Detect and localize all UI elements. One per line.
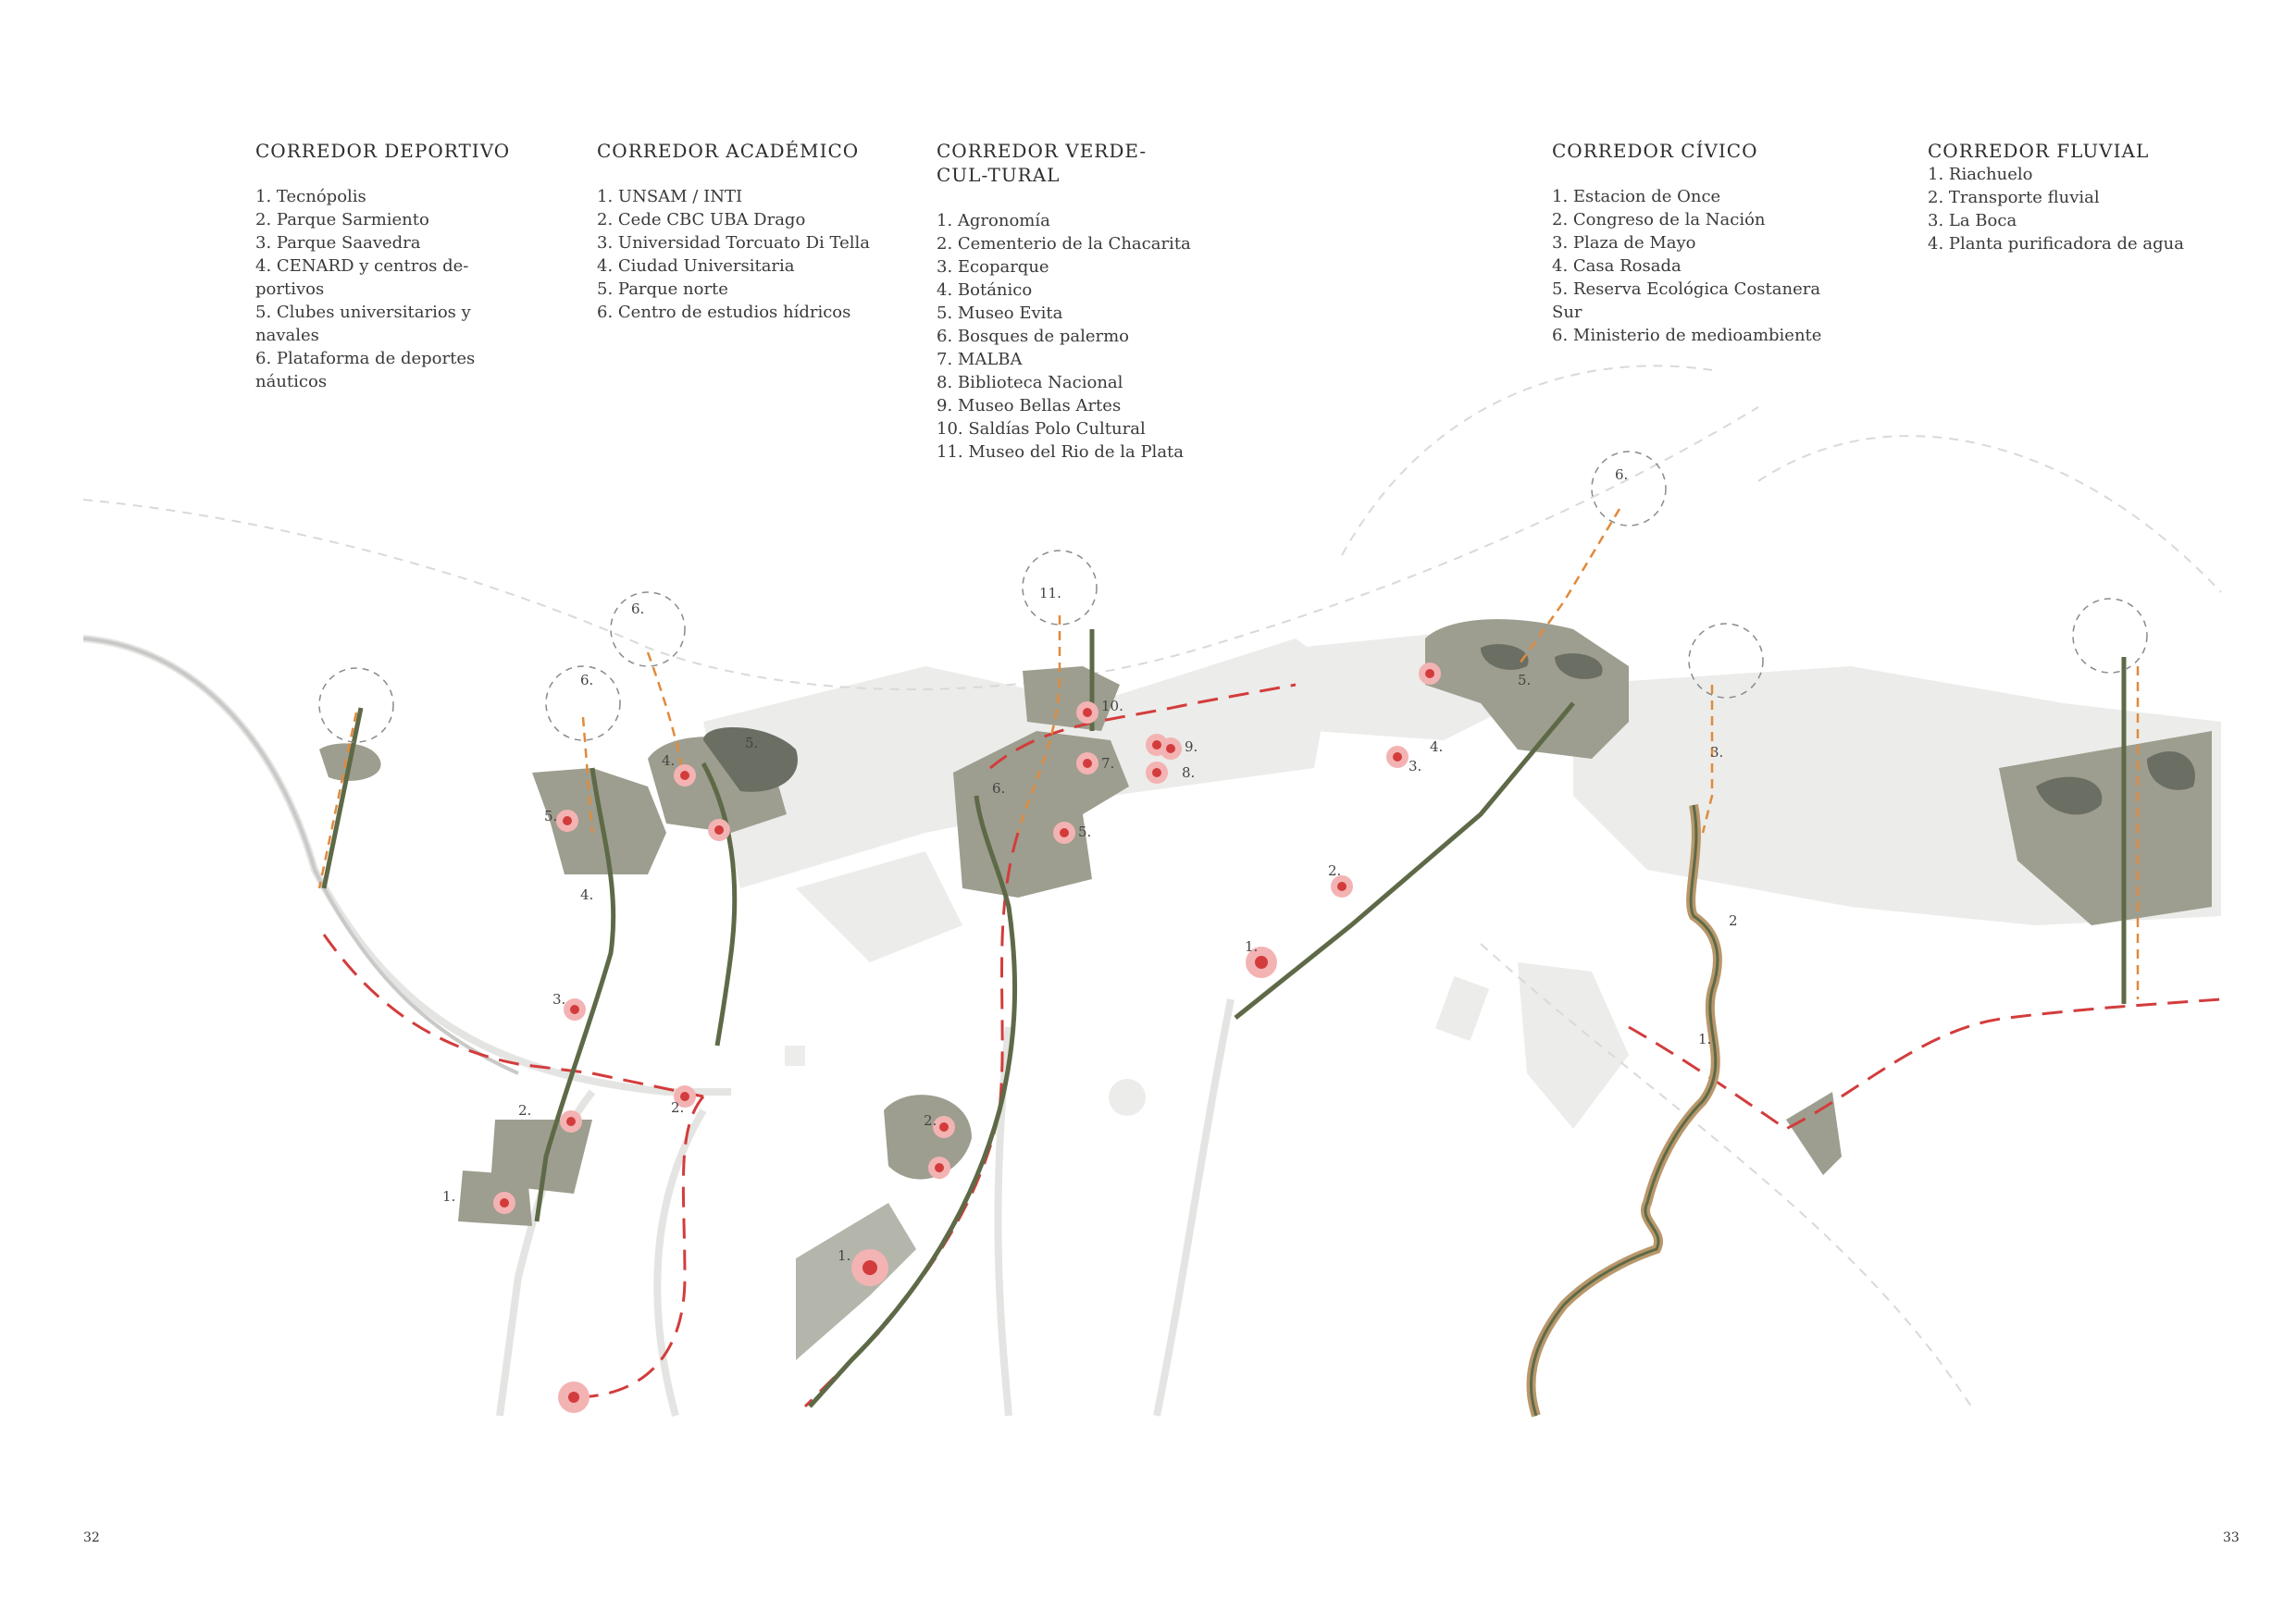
legend-item-civico-6: 6. Ministerio de medioambiente [1552,326,1822,345]
urban-fabric [703,629,2221,1129]
grey-avenue [82,637,519,1075]
legend-list-fluvial: 1. Riachuelo 2. Transporte fluvial 3. La B… [1928,163,2224,255]
park-chacarita [884,1095,972,1180]
label-ver-7: 7. [1101,755,1114,772]
legend-item-verde-10: 10. Saldías Polo Cultural [937,419,1146,439]
label-civ-5: 5. [1518,672,1531,688]
legend-item-academico-4: 4. Ciudad Universitaria [597,256,795,276]
label-dep-1: 1. [442,1188,455,1205]
legend-deportivo: CORREDOR DEPORTIVO 1. Tecnópolis 2. Parqu… [255,139,533,393]
legend-item-fluvial-3: 3. La Boca [1928,211,2017,230]
legend-title-verde-cultural: CORREDOR VERDE-CUL-TURAL [937,140,1148,186]
green-corridors [321,629,2127,1408]
legend-item-civico-3: 3. Plaza de Mayo [1552,233,1696,253]
legend-item-deportivo-4: 4. CENARD y centros de-portivos [255,256,469,299]
legend-item-fluvial-1: 1. Riachuelo [1928,165,2033,184]
label-ver-6: 6. [992,780,1005,797]
label-ver-9: 9. [1185,738,1198,755]
legend-item-academico-5: 5. Parque norte [597,279,728,299]
park-reserva-ecologica [1425,619,1629,759]
legend-civico: CORREDOR CÍVICO 1. Estacion de Once 2. Co… [1552,139,1848,347]
legend-item-academico-2: 2. Cede CBC UBA Drago [597,210,806,229]
legend-item-civico-2: 2. Congreso de la Nación [1552,210,1766,229]
legend-item-verde-11: 11. Museo del Rio de la Plata [937,442,1185,462]
label-civ-4: 4. [1430,738,1443,755]
legend-title-deportivo: CORREDOR DEPORTIVO [255,140,511,162]
label-ver-11: 11. [1039,585,1061,601]
page-number-left: 32 [83,1530,100,1545]
label-flu-1: 1. [1698,1031,1711,1047]
park-la-boca [1786,1092,1842,1175]
riachuelo-river [1526,804,1722,1418]
legend-verde-cultural: CORREDOR VERDE-CUL-TURAL 1. Agronomía 2. … [937,139,1196,464]
label-dep-5: 5. [544,808,557,824]
background-routes [82,365,2222,1407]
legend-title-civico: CORREDOR CÍVICO [1552,140,1758,162]
legend-item-civico-5: 5. Reserva Ecológica Costanera Sur [1552,279,1821,322]
legend-item-verde-6: 6. Bosques de palermo [937,327,1129,346]
legend-item-verde-2: 2. Cementerio de la Chacarita [937,234,1191,254]
label-ver-10: 10. [1101,698,1123,714]
legend-item-deportivo-1: 1. Tecnópolis [255,187,366,206]
label-ver-5: 5. [1078,824,1091,840]
label-flu-2: 2 [1729,912,1738,929]
label-aca-5: 5. [745,735,758,751]
legend-item-civico-4: 4. Casa Rosada [1552,256,1682,276]
label-aca-2: 2. [671,1099,684,1116]
legend-item-deportivo-5: 5. Clubes universitarios y navales [255,303,471,345]
map-labels: 1. 2. 3. 4. 5. 6. 2. 4. 5. 6. 1. 2. 5. 6… [442,466,1738,1264]
legend-item-verde-9: 9. Museo Bellas Artes [937,396,1122,415]
study-circles [318,451,2148,743]
label-ver-2: 2. [924,1112,937,1129]
label-civ-6: 6. [1615,466,1628,483]
label-flu-3: 3. [1710,744,1723,761]
label-dep-4: 4. [580,886,593,903]
legend-list-civico: 1. Estacion de Once 2. Congreso de la Nac… [1552,185,1848,347]
legend-title-academico: CORREDOR ACADÉMICO [597,140,860,162]
legend-item-fluvial-2: 2. Transporte fluvial [1928,188,2100,207]
red-markers [493,663,1441,1413]
label-aca-4: 4. [662,752,675,769]
label-dep-3: 3. [552,991,565,1008]
label-aca-6: 6. [631,601,644,617]
legend-item-verde-7: 7. MALBA [937,350,1023,369]
legend-item-civico-1: 1. Estacion de Once [1552,187,1721,206]
legend-item-deportivo-6: 6. Plataforma de deportes náuticos [255,349,476,391]
label-civ-1: 1. [1245,938,1258,955]
legend-item-verde-1: 1. Agronomía [937,211,1050,230]
legend-item-deportivo-3: 3. Parque Saavedra [255,233,421,253]
legend-list-academico: 1. UNSAM / INTI 2. Cede CBC UBA Drago 3. U… [597,185,875,324]
label-dep-2: 2. [518,1102,531,1119]
legend-item-verde-3: 3. Ecoparque [937,257,1049,277]
legend-item-academico-6: 6. Centro de estudios hídricos [597,303,851,322]
legend-item-academico-1: 1. UNSAM / INTI [597,187,743,206]
legend-title-fluvial: CORREDOR FLUVIAL [1928,140,2150,162]
legend-item-verde-5: 5. Museo Evita [937,304,1063,323]
label-civ-3: 3. [1409,758,1421,774]
legend-item-fluvial-4: 4. Planta purificadora de agua [1928,234,2184,254]
legend-item-academico-3: 3. Universidad Torcuato Di Tella [597,233,870,253]
legend-list-verde-cultural: 1. Agronomía 2. Cementerio de la Chacarit… [937,209,1196,464]
legend-item-verde-8: 8. Biblioteca Nacional [937,373,1123,392]
legend-list-deportivo: 1. Tecnópolis 2. Parque Sarmiento 3. Parqu… [255,185,533,393]
legend-academico: CORREDOR ACADÉMICO 1. UNSAM / INTI 2. Ced… [597,139,875,324]
label-ver-8: 8. [1182,764,1195,781]
park-agronomia [796,1203,916,1360]
legend-item-deportivo-2: 2. Parque Sarmiento [255,210,429,229]
label-dep-6: 6. [580,672,593,688]
page-number-right: 33 [2223,1530,2240,1545]
legend-item-verde-4: 4. Botánico [937,280,1033,300]
legend-fluvial: CORREDOR FLUVIAL 1. Riachuelo 2. Transpor… [1928,139,2224,255]
label-ver-1: 1. [838,1247,850,1264]
label-civ-2: 2. [1328,862,1341,879]
